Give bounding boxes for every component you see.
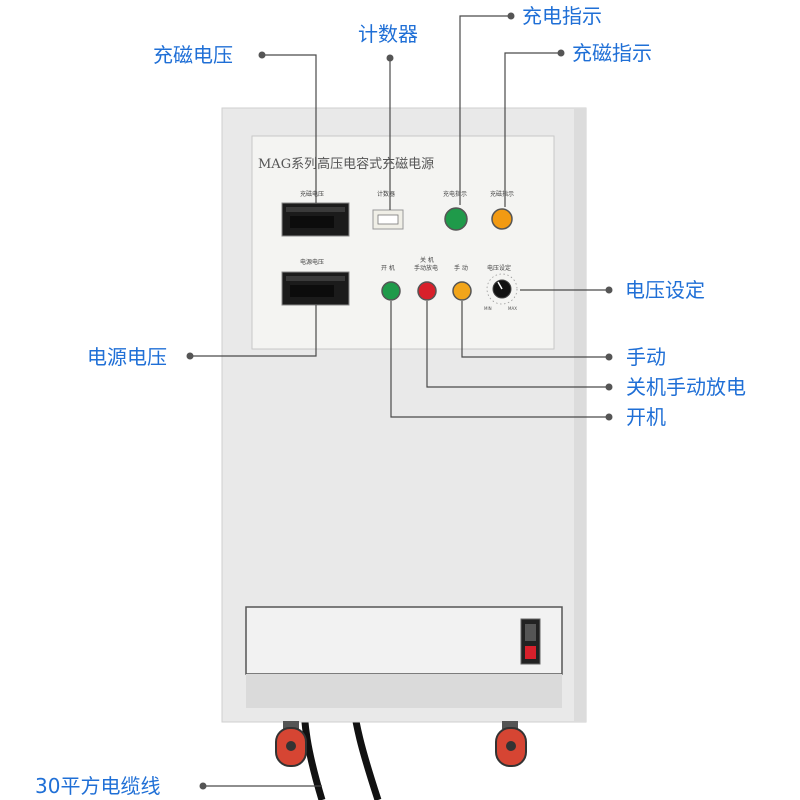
cabinet-edge-shadow [574, 108, 586, 722]
panel-label-manual: 手 动 [454, 264, 468, 272]
panel-label-shutdown-1: 关 机 [420, 256, 434, 264]
callout-voltage-setting: 电压设定 [625, 278, 705, 302]
callout-manual: 手动 [626, 345, 666, 369]
panel-label-charge-indicator: 充电指示 [443, 190, 467, 198]
charge-indicator-lamp [444, 207, 468, 231]
panel-label-shutdown-2: 手动放电 [414, 264, 438, 272]
callout-power-voltage: 电源电压 [87, 345, 167, 369]
power-on-button[interactable] [381, 281, 401, 301]
callout-charge-voltage: 充磁电压 [153, 43, 233, 67]
knob-max-label: MAX [508, 306, 517, 311]
callout-counter: 计数器 [358, 22, 418, 46]
panel-title: MAG系列高压电容式充磁电源 [258, 156, 434, 172]
panel-label-counter: 计数器 [377, 190, 395, 198]
caster-wheel-icon-right [495, 721, 527, 767]
lower-module-base [246, 674, 562, 708]
rocker-switch-icon[interactable] [520, 618, 541, 665]
callout-dots [186, 12, 613, 790]
panel-label-magnetize-indicator: 充磁指示 [490, 190, 514, 198]
callout-lines [190, 15, 609, 787]
knob-icon[interactable] [486, 273, 518, 305]
manual-button[interactable] [452, 281, 472, 301]
knob-min-label: MIN [484, 306, 492, 311]
shutdown-discharge-button[interactable] [417, 281, 437, 301]
callout-shutdown-manual-discharge: 关机手动放电 [626, 375, 746, 399]
callout-cable: 30平方电缆线 [35, 774, 161, 798]
panel-label-power-on: 开 机 [381, 264, 395, 272]
magnetize-indicator-lamp [491, 208, 513, 230]
caster-wheel-icon [275, 721, 307, 767]
lower-module [245, 606, 563, 675]
panel-label-voltage-setting: 电压设定 [487, 264, 511, 272]
panel-label-power-voltage: 电源电压 [300, 258, 324, 266]
control-panel [251, 135, 555, 350]
panel-label-charge-voltage: 充磁电压 [300, 190, 324, 198]
callout-magnetize-indicator: 充磁指示 [572, 41, 652, 65]
callout-power-on: 开机 [626, 405, 666, 429]
callout-charge-indicator: 充电指示 [522, 4, 602, 28]
